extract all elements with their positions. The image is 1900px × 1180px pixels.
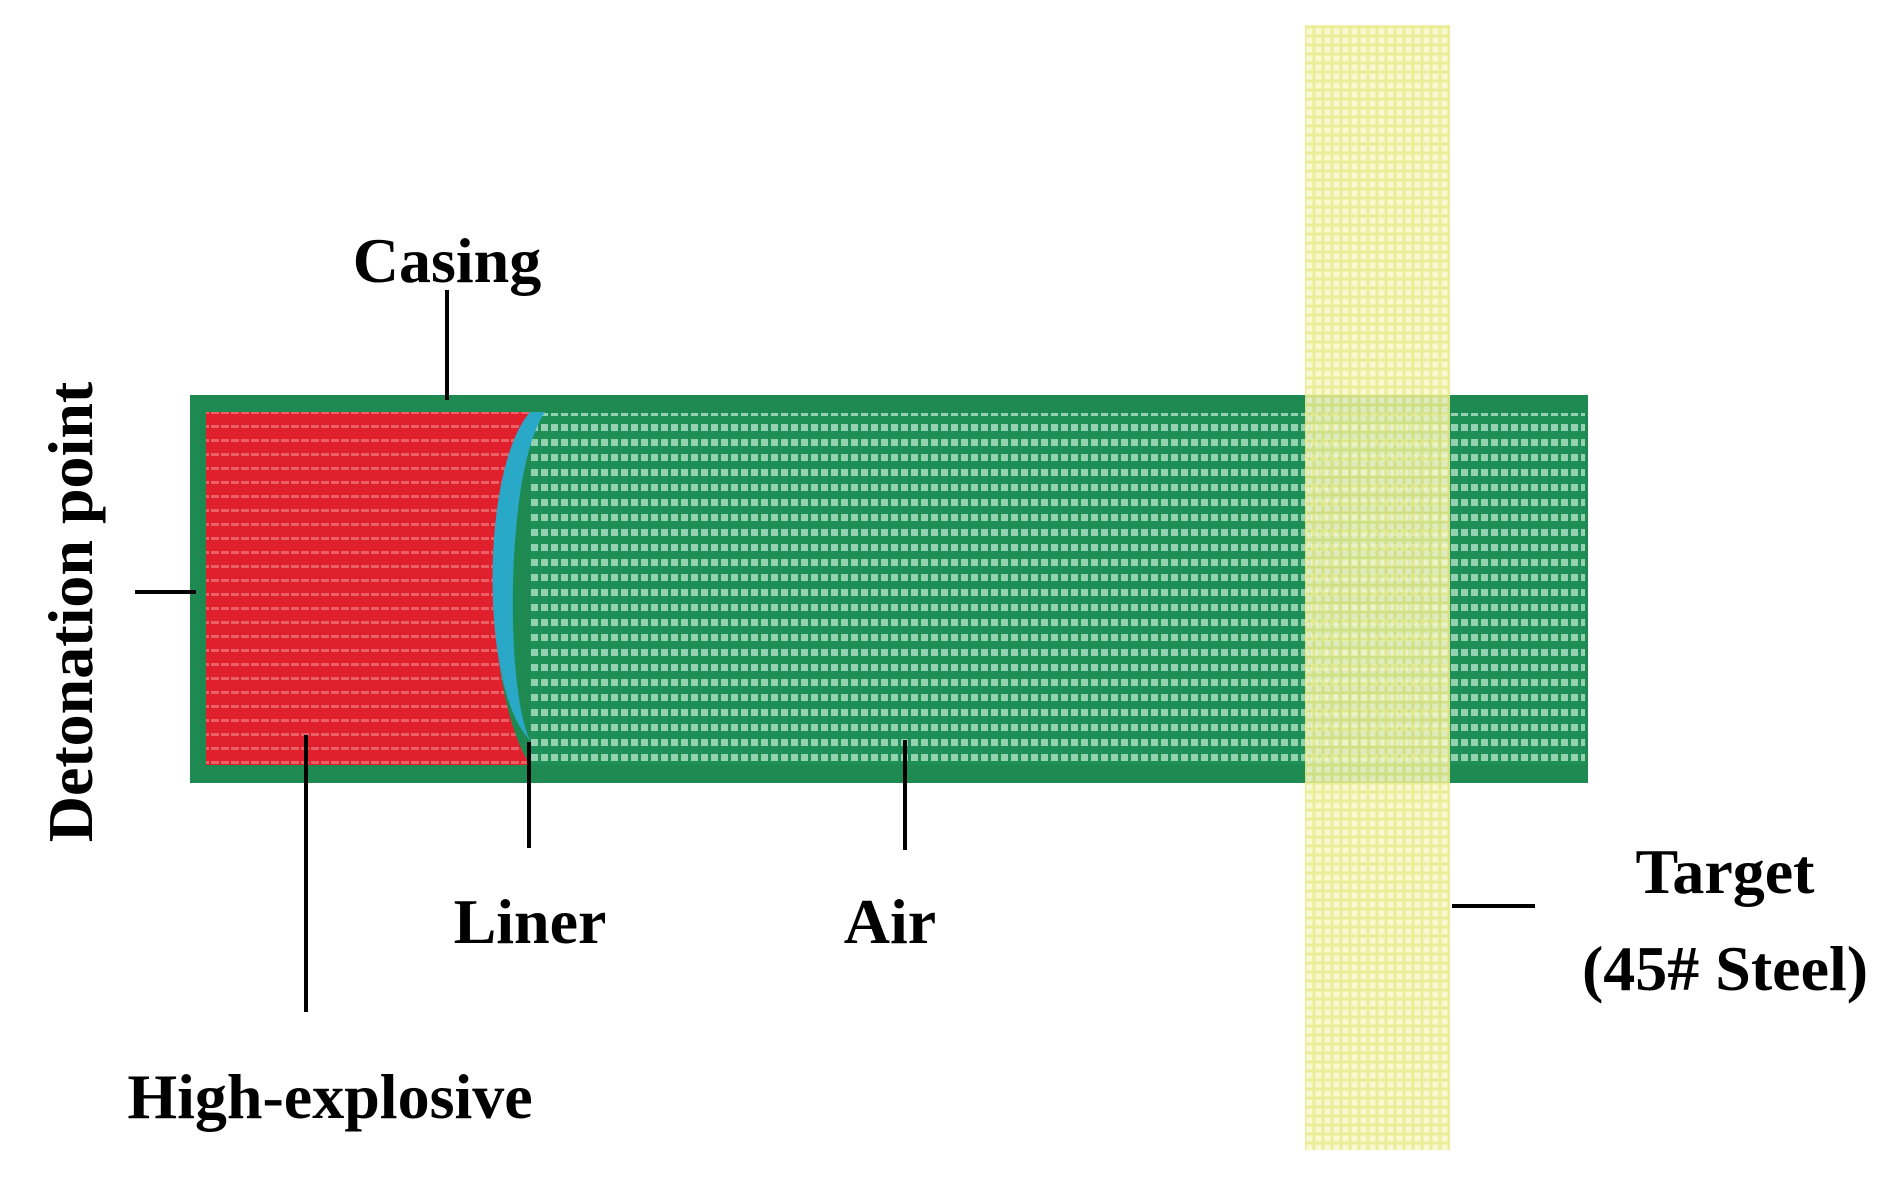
- detonation-point-label: Detonation point: [35, 381, 106, 842]
- air-label: Air: [844, 886, 936, 957]
- target-plate: [1305, 25, 1450, 1150]
- liner-label: Liner: [454, 886, 607, 957]
- high-explosive-region: [206, 412, 530, 765]
- target-label-line2: (45# Steel): [1582, 933, 1868, 1004]
- high-explosive-label: High-explosive: [127, 1061, 532, 1132]
- leader-lines: [135, 290, 1535, 1012]
- casing-label: Casing: [353, 225, 542, 296]
- liner-shape: [492, 412, 545, 740]
- target-label-line1: Target: [1636, 836, 1816, 907]
